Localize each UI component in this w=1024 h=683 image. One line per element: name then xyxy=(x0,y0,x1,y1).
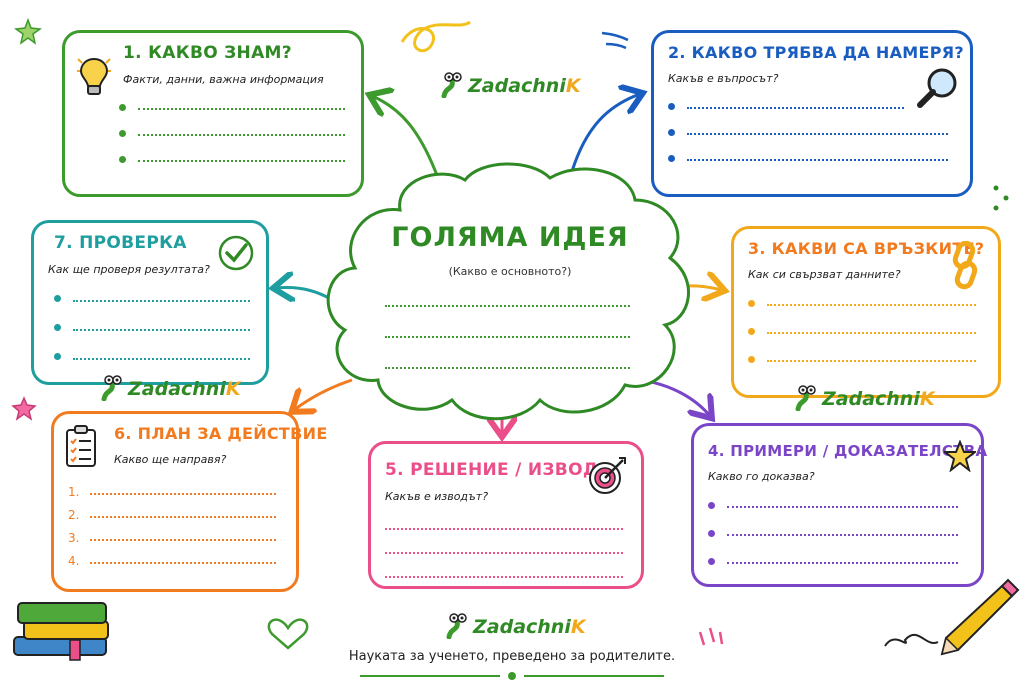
logo-text: Zadachni xyxy=(473,616,571,638)
lightbulb-icon xyxy=(77,57,111,95)
card-title: 1. КАКВО ЗНАМ? xyxy=(123,43,292,63)
swirl-decoration xyxy=(400,20,471,53)
big-idea-line-3[interactable] xyxy=(385,367,630,369)
answer-line[interactable]: 1. xyxy=(68,480,276,503)
card-question: Какъв е въпросът? xyxy=(668,72,779,85)
step-number: 2. xyxy=(68,507,80,522)
checkmark-icon xyxy=(218,235,254,271)
card-examples-evidence: 4. ПРИМЕРИ / ДОКАЗАТЕЛСТВА Какво го дока… xyxy=(691,423,988,587)
pencil-illustration xyxy=(884,578,1020,656)
star-decoration-left xyxy=(11,396,37,421)
cloud-shape xyxy=(326,162,690,421)
arrow-to-know xyxy=(372,96,440,179)
arrow-to-plan xyxy=(294,378,353,410)
books-illustration xyxy=(13,602,109,661)
answer-line[interactable]: 2. xyxy=(68,503,276,526)
card-action-plan: 6. ПЛАН ЗА ДЕЙСТВИЕ Какво ще направя? 1.… xyxy=(51,411,328,592)
answer-line[interactable] xyxy=(54,313,250,342)
card-title: 7. ПРОВЕРКА xyxy=(54,233,187,253)
card-question: Факти, данни, важна информация xyxy=(123,73,324,86)
answer-line[interactable] xyxy=(708,519,958,547)
logo-text: Zadachni xyxy=(468,75,566,97)
worm-mascot-icon xyxy=(441,72,462,98)
answer-line[interactable] xyxy=(385,539,623,563)
sparkle-decoration-topright xyxy=(601,31,629,50)
answer-line[interactable]: 4. xyxy=(68,549,276,572)
big-idea-title: ГОЛЯМА ИДЕЯ xyxy=(391,222,629,253)
checklist-icon xyxy=(66,425,96,467)
answer-line[interactable] xyxy=(708,547,958,575)
logo-top: ZadachniK xyxy=(440,72,581,98)
answer-line[interactable] xyxy=(748,345,976,373)
card-question: Какво го доказва? xyxy=(708,470,815,483)
answer-line[interactable] xyxy=(54,284,250,313)
star-icon xyxy=(944,440,976,472)
logo-accent: K xyxy=(570,616,586,638)
star-decoration-topleft xyxy=(13,17,43,45)
answer-line[interactable] xyxy=(385,515,623,539)
answer-line[interactable] xyxy=(708,491,958,519)
big-idea-line-2[interactable] xyxy=(385,336,630,338)
answer-line[interactable] xyxy=(668,145,948,171)
card-what-i-know: 1. КАКВО ЗНАМ? Факти, данни, важна инфор… xyxy=(62,30,364,197)
card-connections: 3. КАКВИ СА ВРЪЗКИТЕ? Как си свързват да… xyxy=(731,226,1001,398)
step-number: 1. xyxy=(68,484,80,499)
logo-text: Zadachni xyxy=(128,378,226,400)
arrow-to-links xyxy=(671,286,722,290)
card-question: Какво ще направя? xyxy=(114,453,227,466)
answer-line[interactable]: 3. xyxy=(68,526,276,549)
card-solution: 5. РЕШЕНИЕ / ИЗВОД Какъв е изводът? xyxy=(368,441,644,589)
heart-decoration xyxy=(267,618,309,650)
answer-line[interactable] xyxy=(668,93,904,119)
card-question: Как ще проверя резултата? xyxy=(48,263,210,276)
worm-mascot-icon xyxy=(101,375,122,401)
answer-line[interactable] xyxy=(748,289,976,317)
card-check: 7. ПРОВЕРКА Как ще проверя резултата? xyxy=(31,220,269,385)
answer-line[interactable] xyxy=(119,146,345,172)
answer-line[interactable] xyxy=(748,317,976,345)
card-question: Как си свързват данните? xyxy=(748,268,901,281)
answer-line[interactable] xyxy=(119,94,345,120)
arrow-to-find xyxy=(568,94,640,179)
worm-mascot-icon xyxy=(795,385,816,411)
logo-right: ZadachniK xyxy=(794,385,935,411)
logo-left: ZadachniK xyxy=(100,375,241,401)
card-question: Какъв е изводът? xyxy=(385,490,489,503)
logo-accent: K xyxy=(565,75,581,97)
logo-accent: K xyxy=(225,378,241,400)
logo-accent: K xyxy=(919,388,935,410)
step-number: 4. xyxy=(68,553,80,568)
worm-mascot-icon xyxy=(446,613,467,639)
step-number: 3. xyxy=(68,530,80,545)
card-what-to-find: 2. КАКВО ТРЯБВА ДА НАМЕРЯ? Какъв е въпро… xyxy=(651,30,973,197)
tagline: Науката за ученето, преведено за родител… xyxy=(348,649,676,664)
logo-text: Zadachni xyxy=(822,388,920,410)
answer-line[interactable] xyxy=(385,563,623,587)
card-title: 3. КАКВИ СА ВРЪЗКИТЕ? xyxy=(748,239,985,258)
big-idea-subtitle: (Какво е основното?) xyxy=(448,265,572,278)
card-title: 4. ПРИМЕРИ / ДОКАЗАТЕЛСТВА xyxy=(708,442,988,460)
big-idea-line-1[interactable] xyxy=(385,305,630,307)
target-icon xyxy=(589,457,626,494)
card-title: 5. РЕШЕНИЕ / ИЗВОД xyxy=(385,460,599,480)
chain-link-icon xyxy=(952,241,978,290)
magnifier-icon xyxy=(917,68,957,108)
logo-bottom: ZadachniK xyxy=(445,613,586,639)
arrow-to-examples xyxy=(639,378,710,416)
answer-line[interactable] xyxy=(54,342,250,371)
card-title: 2. КАКВО ТРЯБВА ДА НАМЕРЯ? xyxy=(668,43,964,62)
answer-line[interactable] xyxy=(668,119,948,145)
answer-line[interactable] xyxy=(119,120,345,146)
card-title: 6. ПЛАН ЗА ДЕЙСТВИЕ xyxy=(114,424,328,443)
arrow-to-check xyxy=(276,288,346,310)
sparkle-decoration-bottom xyxy=(698,627,724,646)
